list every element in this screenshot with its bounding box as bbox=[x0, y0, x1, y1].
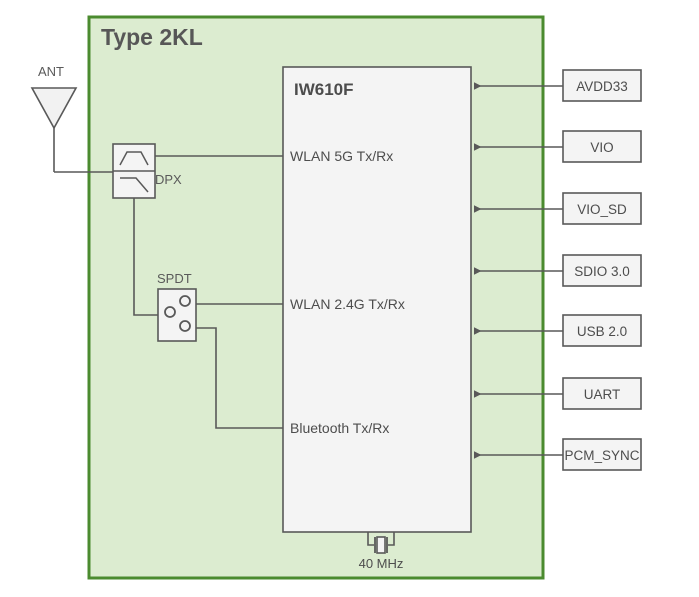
spdt-switch-icon bbox=[157, 288, 197, 342]
interface-box-vio bbox=[562, 130, 642, 163]
interface-box-uart bbox=[562, 377, 642, 410]
spdt-box bbox=[157, 288, 197, 342]
wire-spdt-to-bluetooth bbox=[196, 327, 283, 429]
interface-box-vio-sd bbox=[562, 192, 642, 225]
interface-label-usb: USB 2.0 bbox=[577, 324, 627, 339]
interface-box-sdio bbox=[562, 254, 642, 287]
chip-port-wlan24g-label: WLAN 2.4G Tx/Rx bbox=[290, 296, 405, 312]
antenna-label: ANT bbox=[38, 64, 64, 79]
interface-label-sdio: SDIO 3.0 bbox=[574, 264, 630, 279]
interface-box-avdd33 bbox=[562, 69, 642, 102]
chip-title: IW610F bbox=[294, 80, 354, 99]
diplexer-label: DPX bbox=[155, 172, 182, 187]
module-title: Type 2KL bbox=[101, 24, 203, 50]
chip-port-bluetooth-label: Bluetooth Tx/Rx bbox=[290, 420, 389, 436]
diplexer-bandpass-icon bbox=[119, 151, 149, 166]
interface-box-pcm-sync bbox=[562, 438, 642, 471]
interface-label-pcm-sync: PCM_SYNC bbox=[564, 448, 639, 463]
diplexer-block bbox=[112, 143, 156, 199]
crystal-icon bbox=[367, 532, 395, 554]
chip-block-iw610f bbox=[282, 66, 472, 533]
interface-label-uart: UART bbox=[584, 387, 621, 402]
interface-label-vio: VIO bbox=[590, 140, 613, 155]
interface-box-usb bbox=[562, 314, 642, 347]
interface-label-avdd33: AVDD33 bbox=[576, 79, 628, 94]
diplexer-lowpass-icon bbox=[120, 177, 149, 193]
chip-port-wlan5g-label: WLAN 5G Tx/Rx bbox=[290, 148, 393, 164]
interface-label-vio-sd: VIO_SD bbox=[577, 202, 627, 217]
wire-dpx-to-spdt bbox=[133, 198, 158, 316]
spdt-label: SPDT bbox=[157, 271, 192, 286]
crystal-label: 40 MHz bbox=[359, 556, 404, 571]
antenna-triangle-icon bbox=[30, 87, 78, 172]
